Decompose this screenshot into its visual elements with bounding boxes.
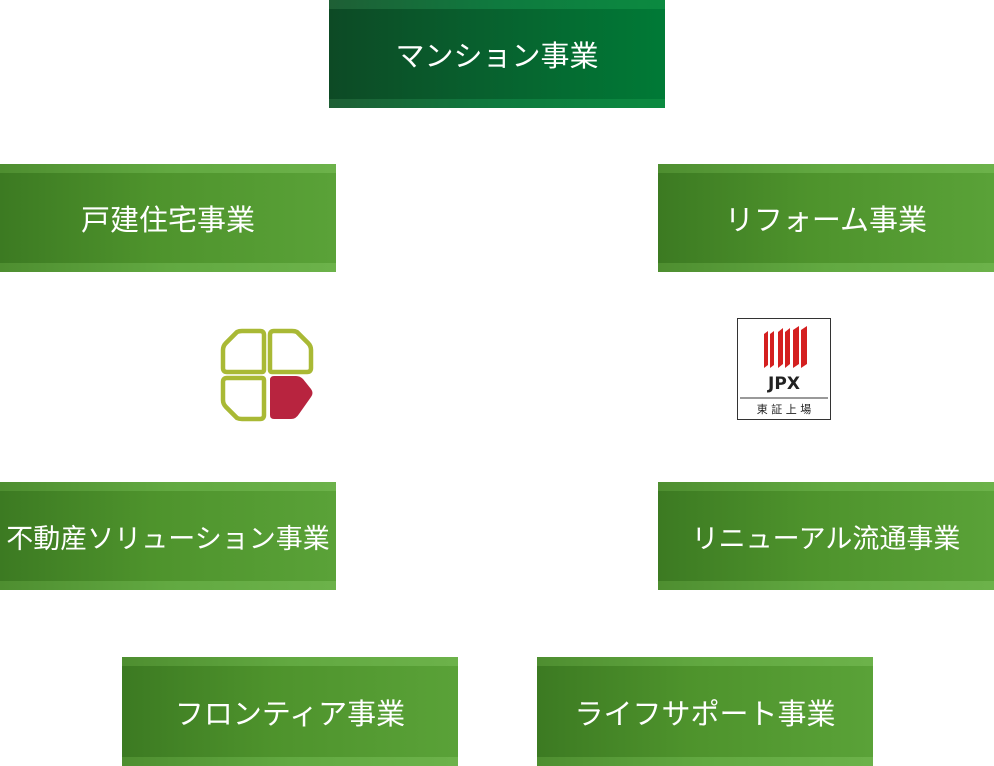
- box-band-top: [329, 0, 665, 9]
- box-band-bottom: [122, 757, 458, 766]
- box-band-top: [658, 482, 994, 491]
- reform-business-label: リフォーム事業: [724, 203, 928, 237]
- box-band-top: [658, 164, 994, 173]
- box-band-bottom: [658, 581, 994, 590]
- clover-leaf-top-right: [267, 328, 314, 375]
- box-band-top: [0, 164, 336, 173]
- frontier-business-box[interactable]: フロンティア事業: [122, 657, 458, 766]
- mansion-business-box[interactable]: マンション事業: [329, 0, 665, 108]
- life-support-business-label: ライフサポート事業: [574, 696, 836, 731]
- renewal-distribution-business-box[interactable]: リニューアル流通事業: [658, 482, 994, 590]
- box-band-top: [122, 657, 458, 666]
- box-band-top: [537, 657, 873, 666]
- jpx-brand-text: JPX: [767, 374, 800, 394]
- box-band-bottom: [537, 757, 873, 766]
- renewal-distribution-business-label: リニューアル流通事業: [691, 523, 961, 555]
- clover-logo-icon: [220, 328, 314, 422]
- clover-leaf-bottom-left: [220, 375, 267, 422]
- frontier-business-label: フロンティア事業: [174, 696, 406, 731]
- real-estate-solution-business-box[interactable]: 不動産ソリューション事業: [0, 482, 336, 590]
- box-band-bottom: [0, 581, 336, 590]
- box-band-bottom: [658, 263, 994, 272]
- box-band-bottom: [0, 263, 336, 272]
- jpx-stripes: [764, 326, 807, 368]
- life-support-business-box[interactable]: ライフサポート事業: [537, 657, 873, 766]
- box-band-top: [0, 482, 336, 491]
- clover-leaf-top-left: [220, 328, 267, 375]
- box-band-bottom: [329, 99, 665, 108]
- clover-leaf-bottom-right: [270, 376, 313, 419]
- mansion-business-label: マンション事業: [395, 39, 599, 73]
- jpx-logo-frame: [737, 318, 831, 420]
- real-estate-solution-business-label: 不動産ソリューション事業: [6, 523, 330, 555]
- reform-business-box[interactable]: リフォーム事業: [658, 164, 994, 272]
- detached-house-business-label: 戸建住宅事業: [80, 203, 255, 237]
- detached-house-business-box[interactable]: 戸建住宅事業: [0, 164, 336, 272]
- jpx-caption-text: 東 証 上 場: [757, 403, 812, 416]
- jpx-logo-icon: JPX 東 証 上 場: [737, 318, 831, 420]
